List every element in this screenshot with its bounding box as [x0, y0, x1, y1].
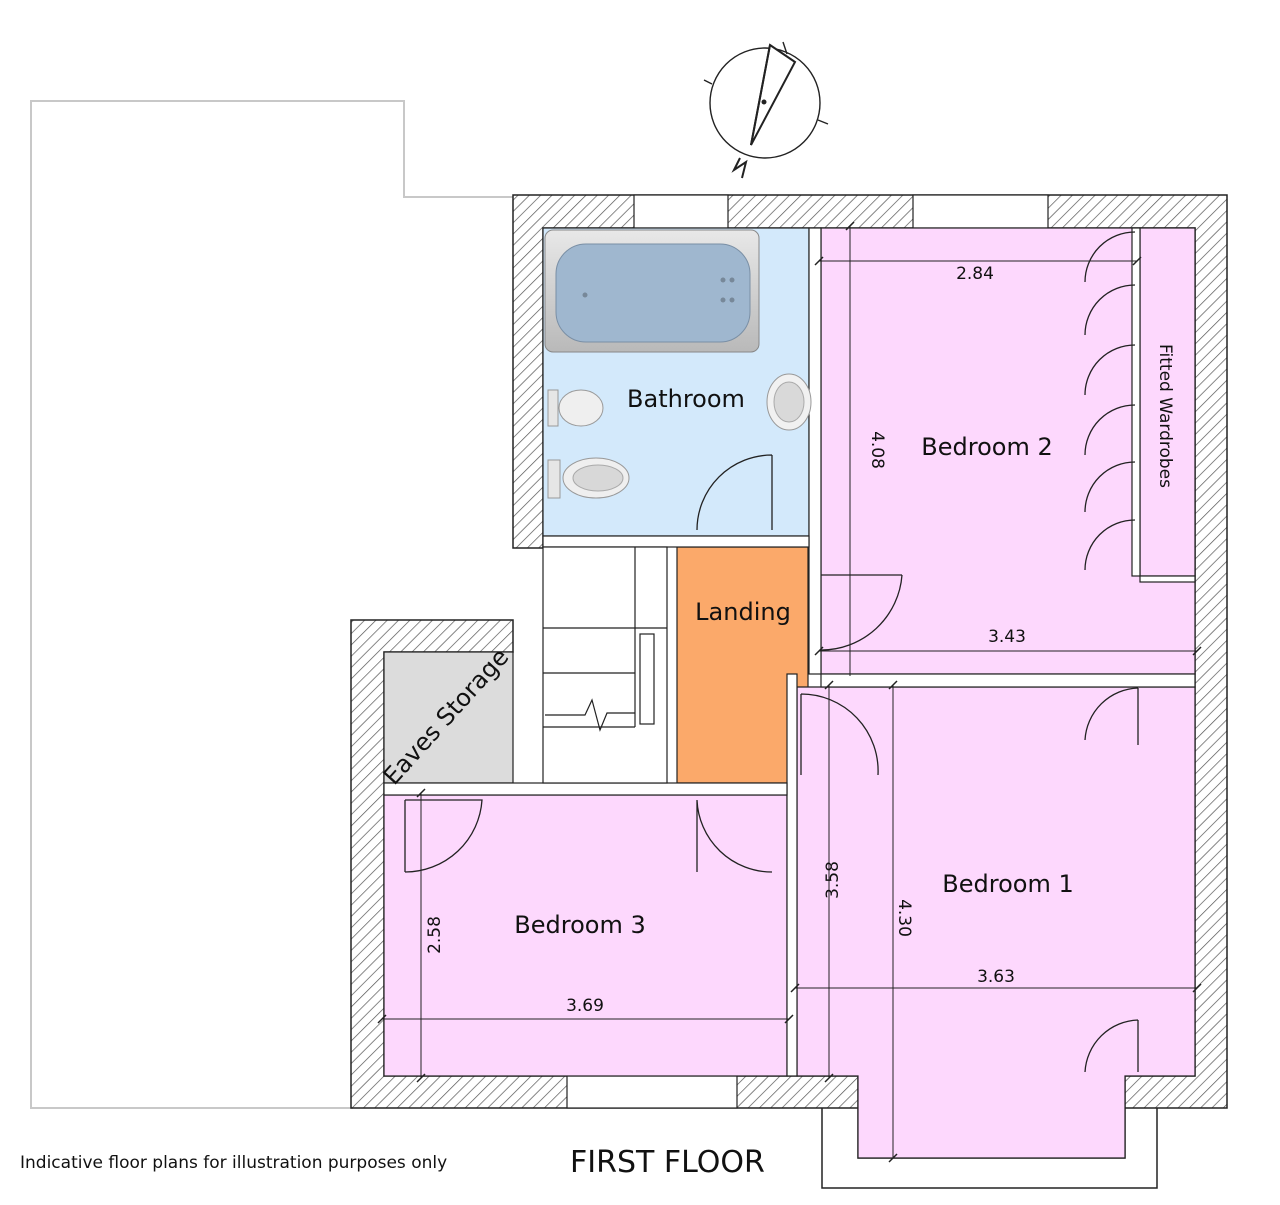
room-label-bathroom: Bathroom [627, 385, 745, 413]
dim-bed2-height: 4.08 [867, 431, 887, 469]
room-label-bedroom-1: Bedroom 1 [942, 870, 1073, 898]
disclaimer-note: Indicative floor plans for illustration … [20, 1153, 448, 1173]
washbasin-icon [766, 373, 812, 431]
bathtub-icon [544, 229, 760, 353]
room-label-landing: Landing [695, 598, 791, 626]
toilet-icon [547, 457, 630, 499]
bedroom-1-area [796, 686, 1196, 1159]
floor-title: FIRST FLOOR [570, 1145, 765, 1180]
room-label-bedroom-2: Bedroom 2 [921, 433, 1052, 461]
dimension-lines [377, 221, 1202, 1163]
exterior-walls [350, 194, 1228, 1109]
dim-bed2-width-bottom: 3.43 [988, 627, 1026, 647]
dim-bed3-height: 2.58 [425, 916, 445, 954]
dim-bed2-width-top: 2.84 [956, 264, 994, 284]
dim-bed1-height-a: 3.58 [823, 861, 843, 899]
dim-bed3-width: 3.69 [566, 996, 604, 1016]
staircase [542, 546, 668, 784]
dim-bed1-width: 3.63 [977, 967, 1015, 987]
neighbour-outline [30, 100, 514, 1109]
landing-area [676, 546, 809, 784]
wardrobes-area [1139, 227, 1196, 577]
bidet-icon [547, 389, 604, 427]
stair-break-icon [545, 698, 635, 732]
eaves-area [383, 651, 514, 784]
room-label-bedroom-3: Bedroom 3 [514, 911, 645, 939]
interior-walls [383, 227, 1196, 1077]
room-label-fitted-wardrobes: Fitted Wardrobes [1155, 344, 1175, 488]
north-arrow-icon [703, 41, 829, 179]
dim-bed1-height-b: 4.30 [894, 899, 914, 937]
bedroom-3-area [383, 794, 788, 1077]
doors [404, 231, 1139, 1073]
